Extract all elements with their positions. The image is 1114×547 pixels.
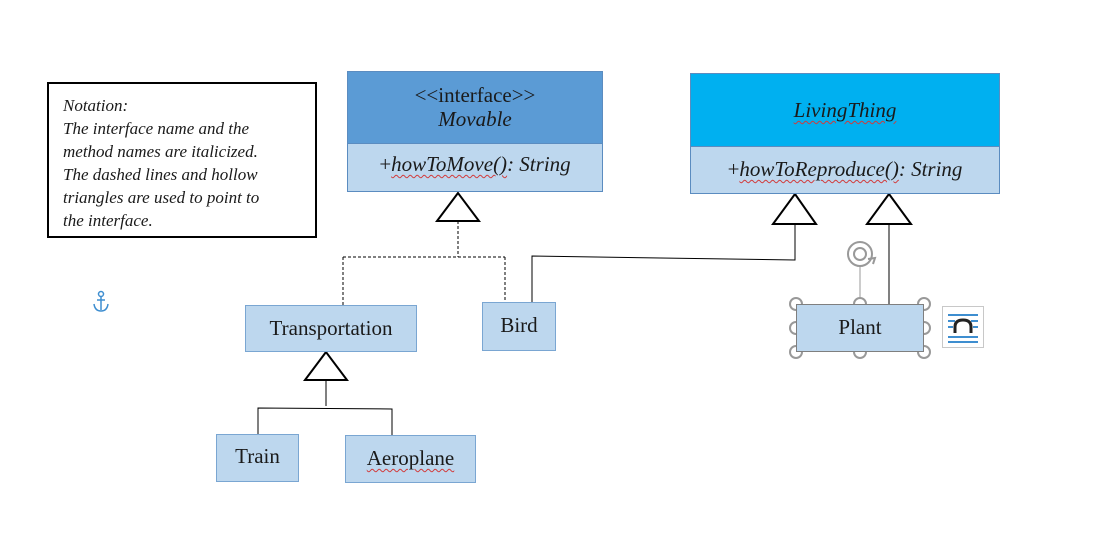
living-thing-methods: +howToReproduce(): String	[691, 147, 999, 193]
living-thing-header: LivingThing	[691, 74, 999, 147]
bird-living-line	[531, 224, 796, 302]
bird-box[interactable]: Bird	[482, 302, 556, 351]
movable-header: <<interface>> Movable	[348, 72, 602, 144]
layout-options-icon[interactable]	[942, 306, 984, 348]
movable-stereotype: <<interface>>	[414, 83, 536, 107]
notation-box[interactable]: Notation: The interface name and the met…	[47, 82, 317, 238]
notation-line: The dashed lines and hollow	[63, 165, 258, 184]
transportation-label: Transportation	[269, 316, 393, 340]
aeroplane-label: Aeroplane	[366, 446, 455, 470]
notation-line: triangles are used to point to	[63, 188, 260, 207]
plant-box[interactable]: Plant	[796, 304, 924, 352]
living-thing-box[interactable]: LivingThing +howToReproduce(): String	[690, 73, 1000, 194]
bird-label: Bird	[500, 313, 538, 337]
transport-branch	[257, 407, 393, 435]
movable-methods: +howToMove(): String	[348, 144, 602, 191]
living-method-prefix: +	[727, 157, 740, 181]
movable-method-prefix: +	[379, 152, 392, 176]
notation-line: method names are italicized.	[63, 142, 258, 161]
anchor-icon[interactable]	[92, 290, 110, 314]
train-label: Train	[235, 444, 280, 468]
notation-line: Notation:	[63, 96, 129, 115]
movable-method-return: : String	[507, 152, 571, 176]
movable-method-name: howToMove()	[391, 152, 508, 176]
notation-line: The interface name and the	[63, 119, 250, 138]
living-method-return: : String	[898, 157, 963, 181]
transportation-box[interactable]: Transportation	[245, 305, 417, 352]
movable-triangle	[435, 191, 481, 222]
movable-interface-box[interactable]: <<interface>> Movable +howToMove(): Stri…	[347, 71, 603, 192]
living-triangle-bird	[771, 192, 818, 225]
train-box[interactable]: Train	[216, 434, 299, 482]
movable-name: Movable	[438, 107, 512, 131]
living-triangle-plant	[865, 192, 913, 225]
living-method-name: howToReproduce()	[739, 157, 899, 181]
notation-line: the interface.	[63, 211, 153, 230]
aeroplane-box[interactable]: Aeroplane	[345, 435, 476, 483]
transport-triangle	[303, 350, 349, 381]
living-thing-name: LivingThing	[793, 98, 897, 122]
rotate-handle-icon[interactable]	[847, 241, 877, 267]
plant-label: Plant	[838, 315, 882, 339]
